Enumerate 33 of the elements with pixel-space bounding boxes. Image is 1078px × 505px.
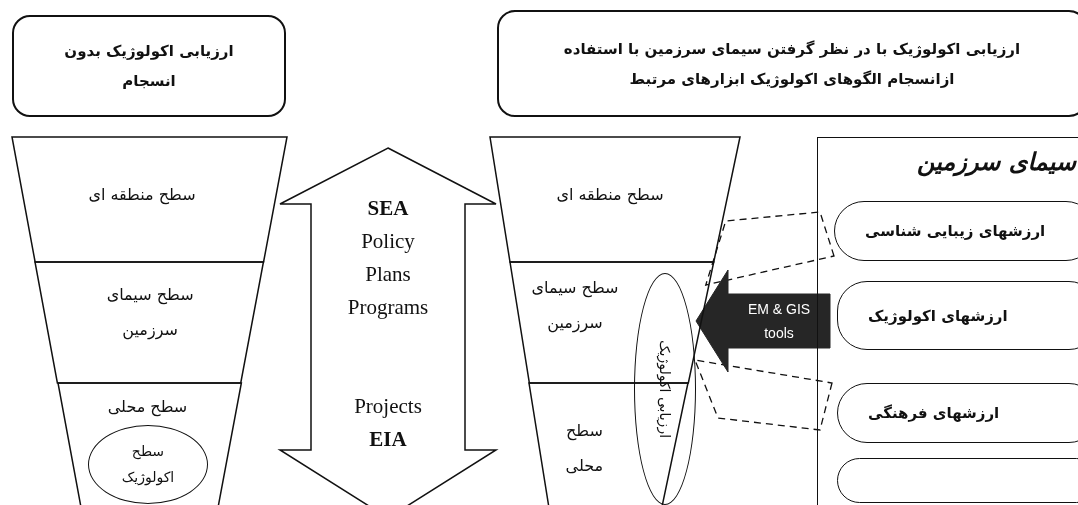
ellipse [88,425,208,504]
panel-title: سیمای سرزمین [916,148,1076,176]
level-label: سطح سیمای سرزمین [530,277,620,335]
dashed-connector [693,359,833,431]
panel [817,137,1078,505]
pill-label: ارزشهای فرهنگی [868,404,1000,422]
funnel-band [57,383,241,505]
pill-label: ارزشهای زیبایی شناسی [865,222,1046,240]
pill-label: ارزشهای اکولوژیک [868,306,1008,325]
level-label: سطح محلی [106,396,189,419]
title-text: ارزیابی اکولوژیک با در نظر گرفتن سیمای سرزمین با استفاده ازانسجام الگوهای اکولوژیک ابزارهای مرتبط [562,38,1022,90]
title-box [497,10,1078,117]
arrow-label: Projects EIA [354,393,422,453]
ellipse-label: سطح اکولوژیک [120,442,176,488]
double-arrow [280,148,496,505]
dashed-connector [704,211,835,286]
edge-label: EM & GIS tools [746,300,812,343]
funnel-band [490,137,740,262]
funnel-band [12,137,287,262]
block-arrow [695,269,831,373]
level-label: سطح منطقه ای [555,184,665,207]
pill-box [834,201,1078,261]
pill-box [837,281,1078,350]
level-label: سطح محلی [564,420,605,478]
ellipse-label: ارزیابی اکولوژیک [657,339,673,439]
arrow-label: SEA Policy Plans Programs [347,195,429,321]
funnel-band [35,262,264,383]
level-label: سطح سیمای سرزمین [105,284,195,342]
title-text: ارزیابی اکولوژیک بدون انسجام [63,41,235,92]
pill-box [837,458,1078,503]
title-box [12,15,286,117]
pill-box [837,383,1078,443]
level-label: سطح منطقه ای [87,184,197,207]
